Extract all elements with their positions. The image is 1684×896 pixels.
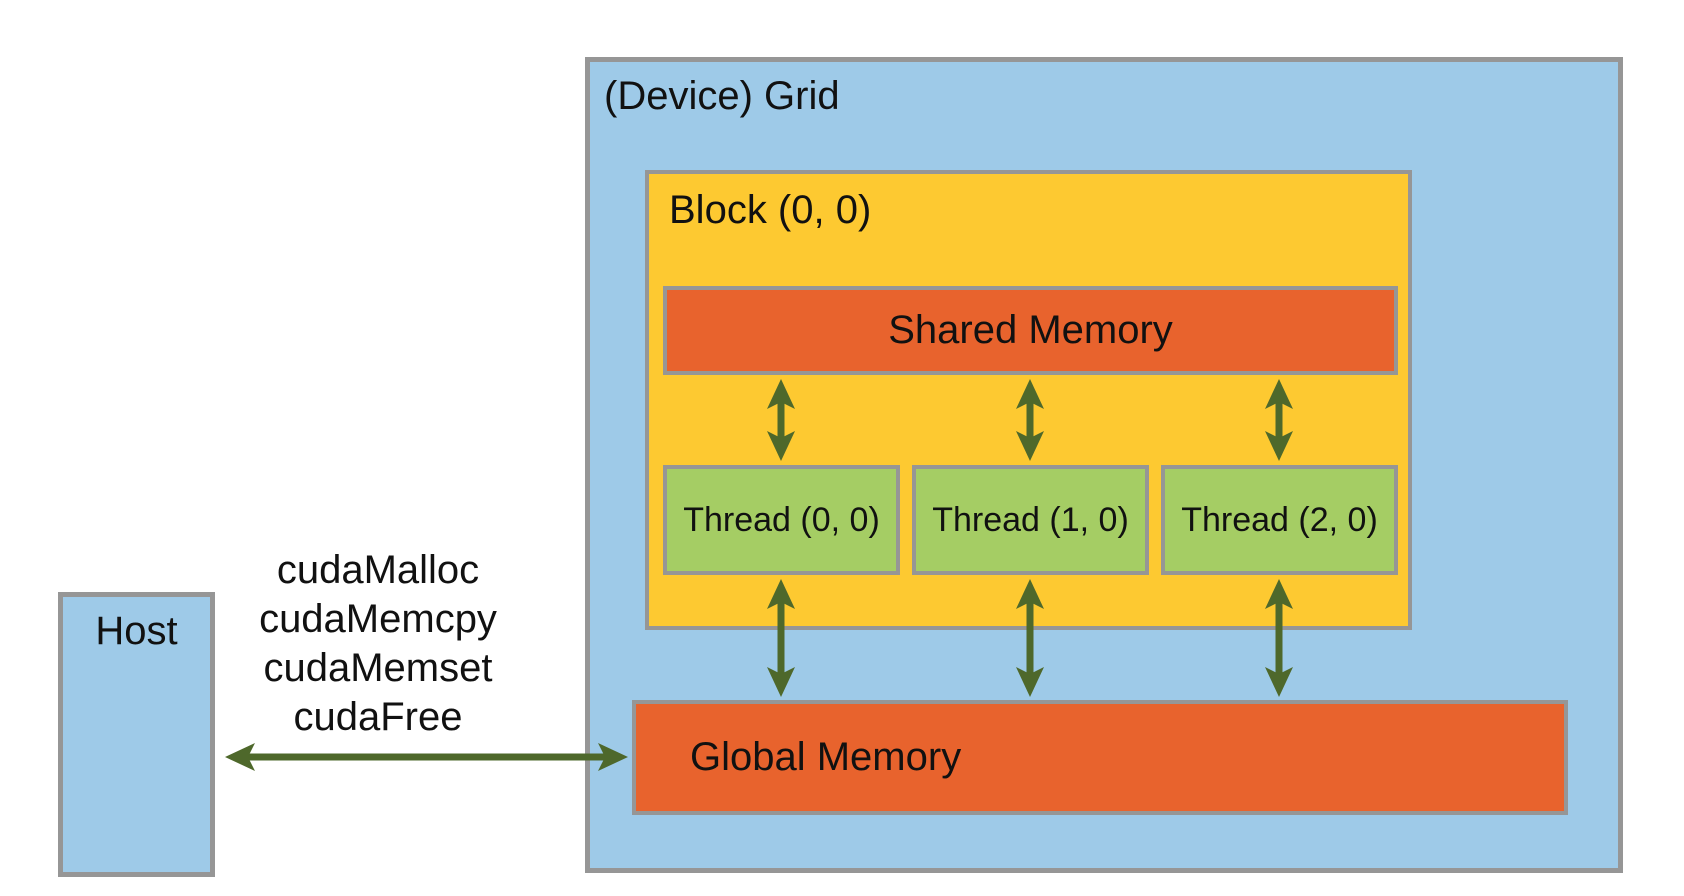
global-memory-box: Global Memory	[632, 700, 1568, 815]
host-box: Host	[58, 592, 215, 877]
thread-0-label: Thread (0, 0)	[683, 500, 880, 539]
thread-box-1: Thread (1, 0)	[912, 465, 1149, 575]
thread-2-label: Thread (2, 0)	[1181, 500, 1378, 539]
shared-memory-box: Shared Memory	[663, 286, 1398, 375]
api-call-cudamemset: cudaMemset	[263, 646, 493, 690]
block-box: Block (0, 0) Shared Memory Thread (0, 0)…	[645, 170, 1412, 630]
block-label: Block (0, 0)	[669, 188, 872, 232]
api-call-cudamalloc: cudaMalloc	[276, 548, 480, 592]
device-grid-label: (Device) Grid	[604, 74, 840, 118]
thread-1-label: Thread (1, 0)	[932, 500, 1129, 539]
thread-box-0: Thread (0, 0)	[663, 465, 900, 575]
device-grid-box: (Device) Grid Block (0, 0) Shared Memory…	[585, 57, 1623, 873]
api-call-cudafree: cudaFree	[293, 695, 463, 739]
global-memory-label: Global Memory	[690, 735, 962, 779]
shared-memory-label: Shared Memory	[888, 308, 1173, 352]
api-call-cudamemcpy: cudaMemcpy	[259, 597, 497, 641]
thread-box-2: Thread (2, 0)	[1161, 465, 1398, 575]
cuda-api-call-list: cudaMalloc cudaMemcpy cudaMemset cudaFre…	[178, 546, 578, 742]
host-label: Host	[95, 609, 178, 653]
